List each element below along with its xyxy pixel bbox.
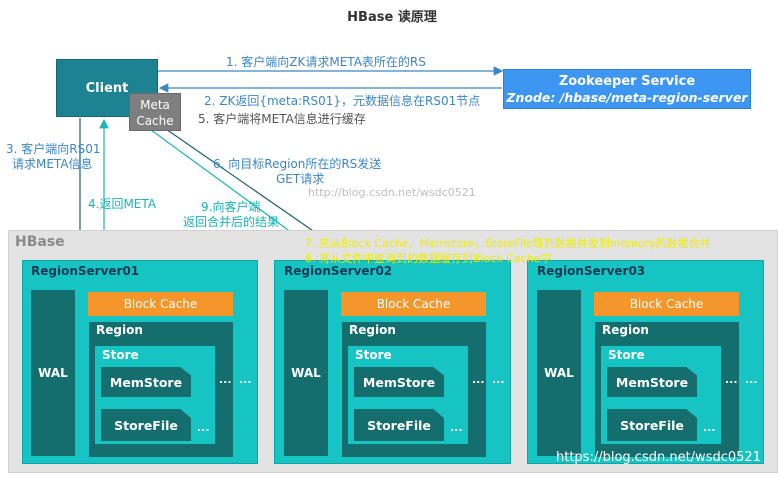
store-02-label: Store — [355, 348, 392, 362]
diagram-title: HBase 读原理 — [347, 10, 437, 25]
region-03-dots-b: ... — [745, 373, 758, 386]
region-03-label: Region — [602, 323, 649, 337]
zookeeper-box: Zookeeper Service Znode: /hbase/meta-reg… — [503, 69, 751, 109]
step-9-label-2: 返回合并后的结果 — [183, 215, 280, 229]
zookeeper-znode: Znode: /hbase/meta-region-server — [506, 90, 748, 105]
region-02-label: Region — [349, 323, 396, 337]
step-4-label: 4.返回META — [88, 197, 156, 211]
storefile-01: StoreFile — [101, 409, 191, 441]
region-01-label: Region — [96, 323, 143, 337]
store-01-label: Store — [102, 348, 139, 362]
store-03-label: Store — [608, 348, 645, 362]
wal-01: WAL — [31, 290, 75, 456]
step-5-label: 5. 客户端将META信息进行缓存 — [198, 112, 366, 126]
memstore-01: MemStore — [101, 367, 191, 397]
step-6-label-1: 6. 向目标Region所在的RS发送 — [213, 157, 382, 171]
step-9-label-1: 9.向客户端 — [201, 200, 261, 214]
wal-03: WAL — [537, 290, 581, 456]
block-cache-03: Block Cache — [594, 292, 739, 316]
store-02-dots: ... — [450, 421, 463, 434]
meta-cache-line2: Cache — [136, 114, 174, 128]
step-8-label: 8. 将从文件中查询到的数据缓存到Block Cache中 — [305, 252, 552, 265]
zookeeper-name: Zookeeper Service — [558, 74, 696, 89]
store-01-dots: ... — [197, 421, 210, 434]
region-03-dots-a: ... — [725, 373, 738, 386]
region-02-dots-a: ... — [472, 373, 485, 386]
wal-02: WAL — [284, 290, 328, 456]
storefile-03: StoreFile — [607, 409, 697, 441]
watermark-bottom: https://blog.csdn.net/wsdc0521 — [556, 450, 761, 465]
step-1-label: 1. 客户端向ZK请求META表所在的RS — [226, 55, 426, 69]
regionserver-02-label: RegionServer02 — [284, 264, 393, 278]
store-03-dots: ... — [703, 421, 716, 434]
hbase-label: HBase — [15, 234, 65, 250]
step-6-label-2: GET请求 — [276, 172, 325, 186]
region-02-dots-b: ... — [492, 373, 505, 386]
memstore-03: MemStore — [607, 367, 697, 397]
block-cache-01: Block Cache — [88, 292, 233, 316]
step-3-label-2: 请求META信息 — [12, 157, 93, 171]
region-01-dots-b: ... — [239, 373, 252, 386]
meta-cache-line1: Meta — [140, 98, 170, 112]
regionserver-01-label: RegionServer01 — [31, 264, 140, 278]
step-2-label: 2. ZK返回{meta:RS01}，元数据信息在RS01节点 — [204, 94, 481, 108]
storefile-02: StoreFile — [354, 409, 444, 441]
step-7-label: 7. 先从Block Cache，Memstore，StoreFile等到数据并… — [305, 237, 711, 250]
memstore-02: MemStore — [354, 367, 444, 397]
watermark-mid: http://blog.csdn.net/wsdc0521 — [308, 186, 476, 199]
regionserver-03-label: RegionServer03 — [537, 264, 646, 278]
region-01-dots-a: ... — [219, 373, 232, 386]
block-cache-02: Block Cache — [341, 292, 486, 316]
meta-cache-box: Meta Cache — [129, 93, 181, 131]
step-3-label-1: 3. 客户端向RS01 — [6, 142, 101, 156]
